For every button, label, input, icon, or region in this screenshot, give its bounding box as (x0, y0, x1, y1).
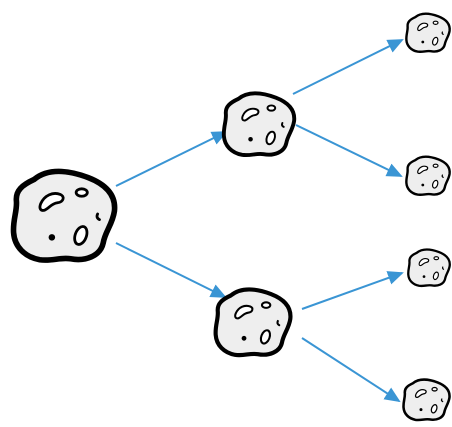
asteroid-icon (402, 378, 451, 422)
arrow-icon (115, 131, 228, 187)
arrow-icon (292, 39, 404, 95)
arrow-icon (295, 124, 403, 177)
arrow-icon (301, 271, 404, 310)
asteroid-icon (406, 248, 452, 288)
arrow-icon (301, 337, 401, 403)
asteroid-icon (224, 93, 294, 155)
asteroid-icon (404, 155, 452, 197)
asteroid-icon (216, 290, 291, 356)
arrows (115, 39, 404, 403)
asteroid-icon (404, 12, 452, 54)
asteroid-icon (13, 171, 114, 260)
arrow-icon (115, 242, 227, 298)
